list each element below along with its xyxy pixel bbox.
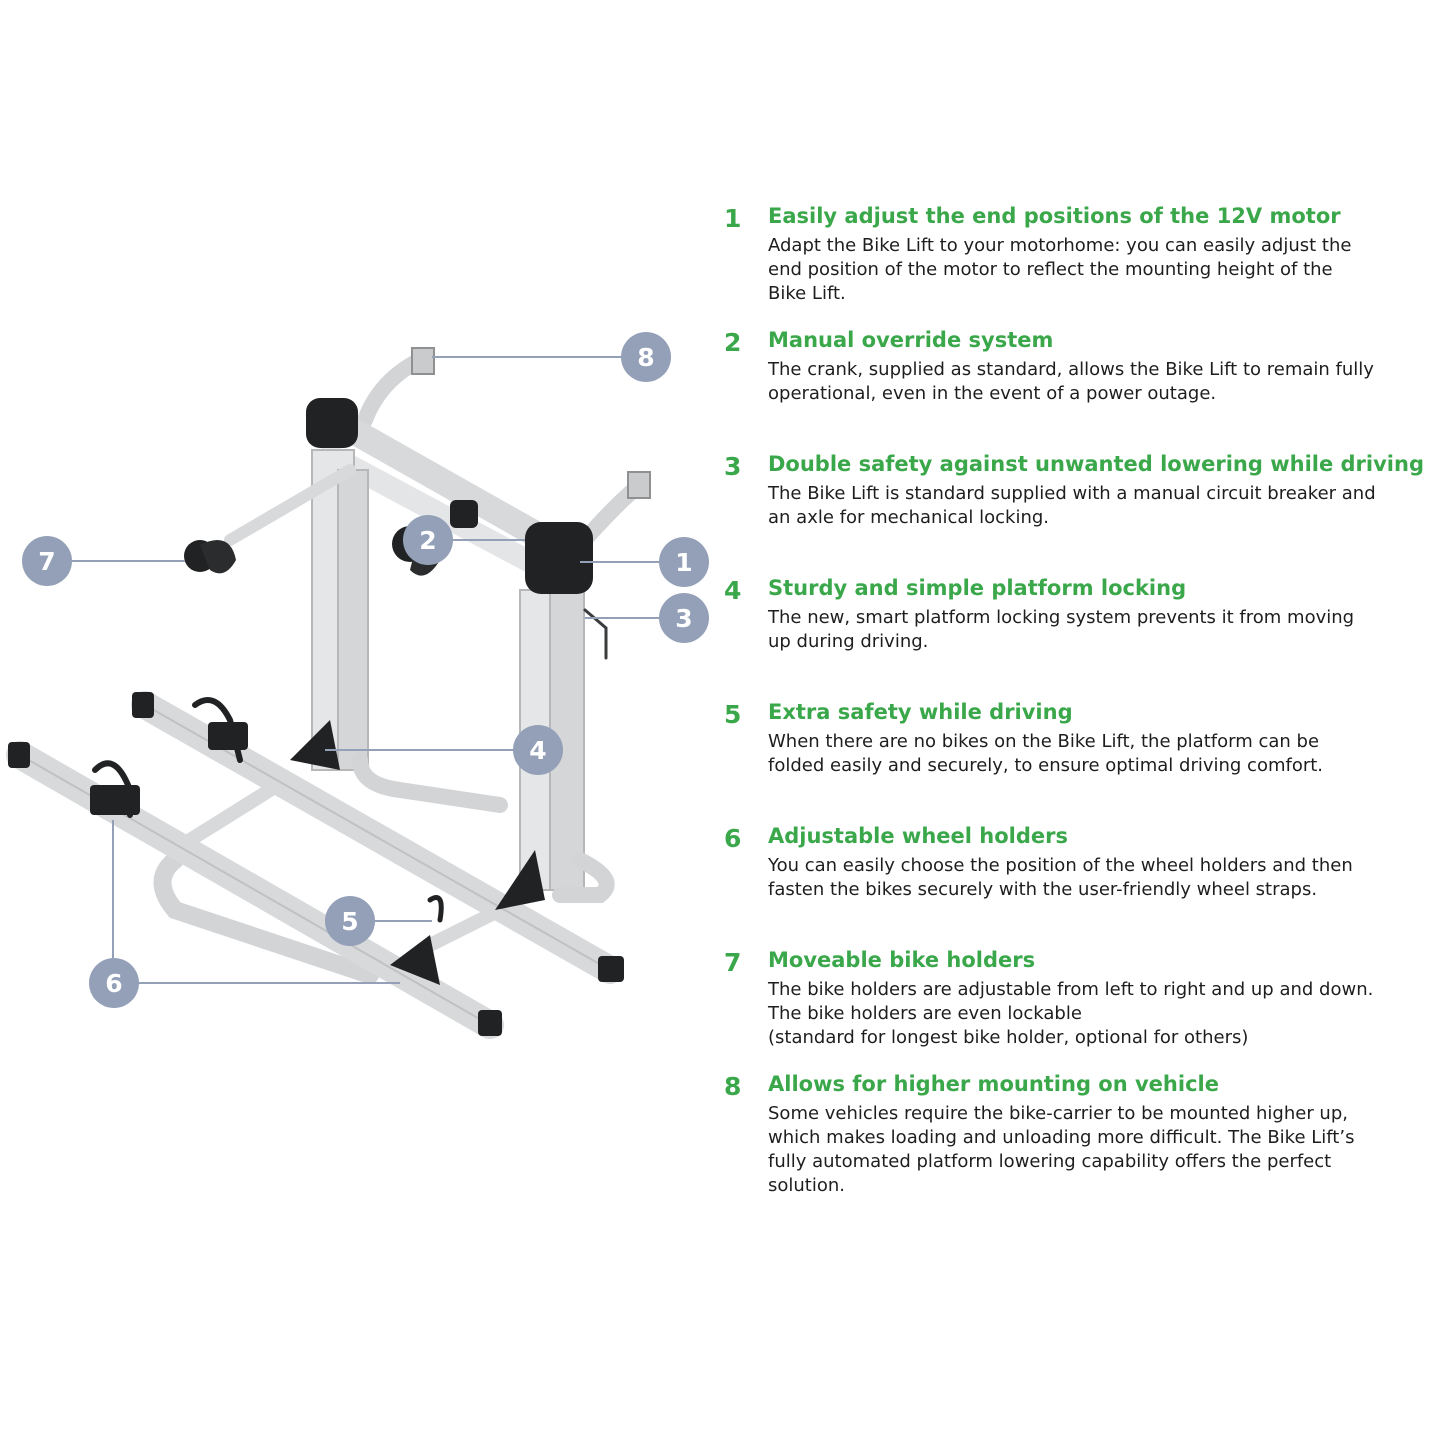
feature-description: The new, smart platform locking system p…: [768, 606, 1440, 654]
feature-7: 7 Moveable bike holders The bike holders…: [720, 946, 1440, 1070]
feature-title: Easily adjust the end positions of the 1…: [768, 204, 1341, 228]
feature-description: The bike holders are adjustable from lef…: [768, 978, 1440, 1050]
description-line: The Bike Lift is standard supplied with …: [768, 483, 1376, 504]
callout-2-label: 2: [419, 526, 436, 555]
feature-title: Double safety against unwanted lowering …: [768, 452, 1424, 476]
feature-number: 6: [724, 824, 742, 853]
callout-4-label: 4: [529, 736, 546, 765]
callout-1: 1: [659, 537, 709, 587]
description-line: fasten the bikes securely with the user-…: [768, 879, 1318, 900]
description-line: operational, even in the event of a powe…: [768, 383, 1217, 404]
feature-number: 1: [724, 204, 742, 233]
feature-1: 1 Easily adjust the end positions of the…: [720, 202, 1440, 326]
description-line: solution.: [768, 1175, 846, 1196]
feature-description: You can easily choose the position of th…: [768, 854, 1440, 902]
description-line: When there are no bikes on the Bike Lift…: [768, 731, 1320, 752]
callout-7: 7: [22, 536, 72, 586]
feature-list: 1 Easily adjust the end positions of the…: [720, 202, 1440, 1210]
feature-title: Allows for higher mounting on vehicle: [768, 1072, 1219, 1096]
feature-description: The crank, supplied as standard, allows …: [768, 358, 1440, 406]
callout-2: 2: [403, 515, 453, 565]
feature-number: 8: [724, 1072, 742, 1101]
description-line: Some vehicles require the bike-carrier t…: [768, 1103, 1348, 1124]
description-line: (standard for longest bike holder, optio…: [768, 1027, 1249, 1048]
feature-6: 6 Adjustable wheel holders You can easil…: [720, 822, 1440, 946]
description-line: Adapt the Bike Lift to your motorhome: y…: [768, 235, 1352, 256]
feature-3: 3 Double safety against unwanted lowerin…: [720, 450, 1440, 574]
callout-3: 3: [659, 593, 709, 643]
description-line: The new, smart platform locking system p…: [768, 607, 1355, 628]
feature-description: Adapt the Bike Lift to your motorhome: y…: [768, 234, 1440, 306]
callout-7-label: 7: [38, 547, 55, 576]
feature-number: 4: [724, 576, 742, 605]
feature-title: Manual override system: [768, 328, 1054, 352]
description-line: end position of the motor to reflect the…: [768, 259, 1333, 280]
feature-title: Adjustable wheel holders: [768, 824, 1068, 848]
feature-number: 2: [724, 328, 742, 357]
description-line: an axle for mechanical locking.: [768, 507, 1050, 528]
feature-number: 5: [724, 700, 742, 729]
description-line: The bike holders are even lockable: [768, 1003, 1082, 1024]
callout-6: 6: [89, 958, 139, 1008]
description-line: folded easily and securely, to ensure op…: [768, 755, 1324, 776]
feature-description: When there are no bikes on the Bike Lift…: [768, 730, 1440, 778]
callout-1-label: 1: [675, 548, 692, 577]
feature-4: 4 Sturdy and simple platform locking The…: [720, 574, 1440, 698]
callout-5-label: 5: [341, 907, 358, 936]
leader-lines: [72, 356, 660, 984]
description-line: up during driving.: [768, 631, 929, 652]
description-line: fully automated platform lowering capabi…: [768, 1151, 1332, 1172]
callout-8: 8: [621, 332, 671, 382]
feature-description: The Bike Lift is standard supplied with …: [768, 482, 1440, 530]
bike-lift-illustration: 1 2 3 4 5 6 7 8: [6, 332, 709, 1039]
feature-title: Sturdy and simple platform locking: [768, 576, 1187, 600]
feature-title: Moveable bike holders: [768, 948, 1036, 972]
description-line: The crank, supplied as standard, allows …: [768, 359, 1374, 380]
callout-8-label: 8: [637, 343, 654, 372]
callout-6-label: 6: [105, 969, 122, 998]
callout-3-label: 3: [675, 604, 692, 633]
description-line: which makes loading and unloading more d…: [768, 1127, 1355, 1148]
feature-number: 3: [724, 452, 742, 481]
feature-8: 8 Allows for higher mounting on vehicle …: [720, 1070, 1440, 1210]
description-line: Bike Lift.: [768, 283, 846, 304]
feature-2: 2 Manual override system The crank, supp…: [720, 326, 1440, 450]
description-line: The bike holders are adjustable from lef…: [768, 979, 1374, 1000]
feature-5: 5 Extra safety while driving When there …: [720, 698, 1440, 822]
callout-4: 4: [513, 725, 563, 775]
callout-5: 5: [325, 896, 375, 946]
feature-description: Some vehicles require the bike-carrier t…: [768, 1102, 1440, 1198]
description-line: You can easily choose the position of th…: [768, 855, 1353, 876]
feature-title: Extra safety while driving: [768, 700, 1073, 724]
feature-number: 7: [724, 948, 742, 977]
